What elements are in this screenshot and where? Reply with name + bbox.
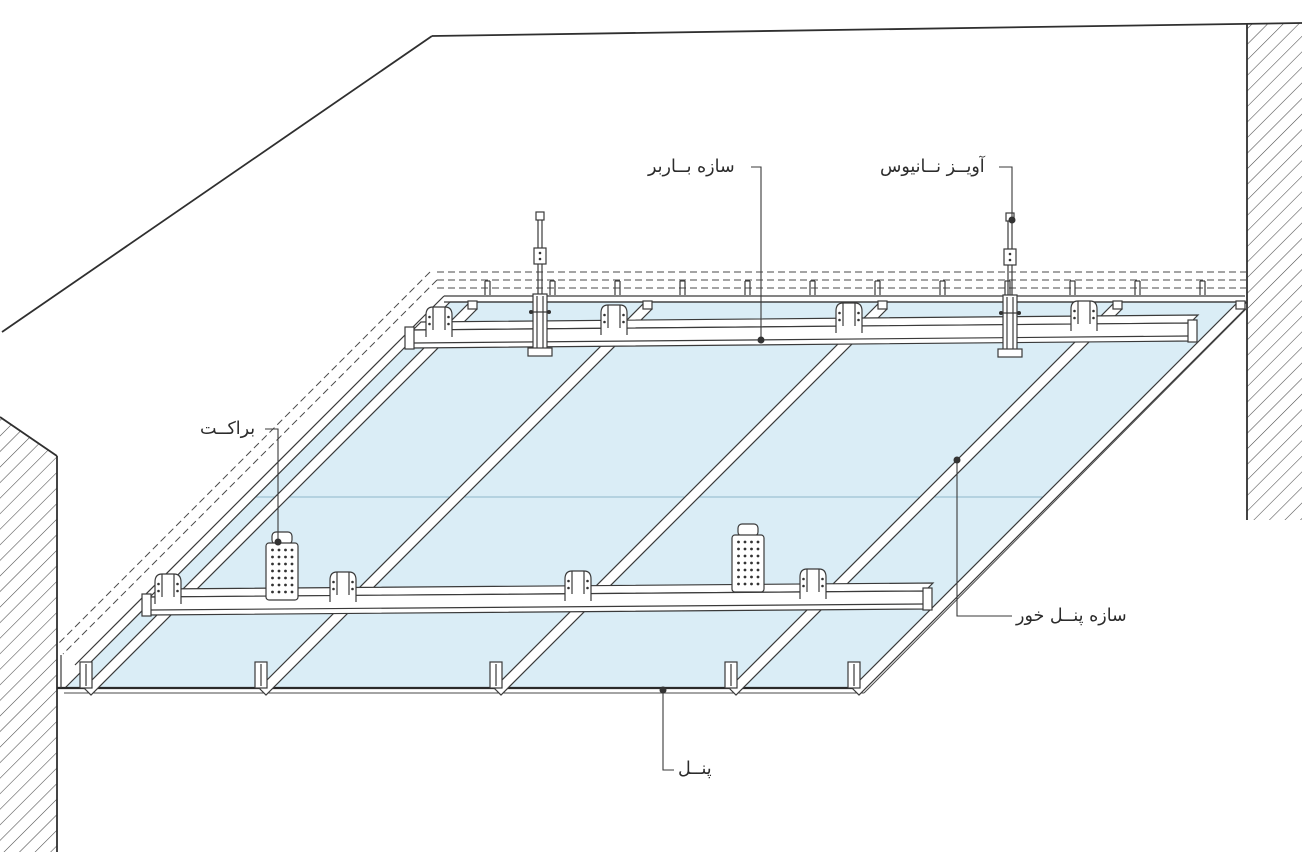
carrier-clip: [1070, 300, 1098, 332]
leader-dot-load-bearing: [757, 336, 765, 344]
carrier-right-end-cap: [1187, 319, 1198, 343]
leader-dot-bracket: [274, 538, 282, 546]
label-panel-bearing-channel: سازه پنــل خور: [1016, 606, 1127, 626]
carrier-left-end-cap: [141, 593, 152, 617]
left-perimeter-channel: [74, 295, 445, 666]
leader-nonius: [999, 166, 1013, 217]
leader-bracket: [265, 428, 279, 539]
carrier-clip: [425, 306, 453, 338]
label-load-bearing-channel: سازه بــاربر: [648, 157, 735, 177]
slab-dashed-line-left: [62, 279, 438, 655]
carrier-clip: [799, 568, 827, 600]
label-nonius-hanger: آویــز نــانیوس: [880, 157, 985, 177]
slab-and-perimeter: [55, 271, 1246, 666]
left-wall-top-edge: [1, 35, 433, 333]
label-panel: پنــل: [678, 759, 712, 779]
leader-dot-nonius: [1008, 216, 1016, 224]
left-wall-cut-top-edge: [0, 416, 58, 457]
label-bracket: براکــت: [200, 419, 256, 439]
leader-panel: [662, 693, 674, 771]
leader-lines: [265, 166, 1016, 771]
carrier-left-end-cap: [404, 326, 415, 350]
slab-dashed-line-left: [55, 271, 431, 647]
carrier-clip: [564, 570, 592, 602]
leader-dot-panel: [659, 686, 667, 694]
left-wall-hatch: [0, 417, 57, 852]
back-wall-top-edge: [431, 22, 1302, 37]
panel-left-edge: [64, 301, 451, 689]
leader-dot-panel-channel: [953, 456, 961, 464]
leader-load-bearing: [751, 166, 762, 337]
carrier-clip: [154, 573, 182, 605]
panel-right-thickness: [863, 306, 1249, 694]
carrier-clip: [329, 571, 357, 603]
carrier-lip-line: [150, 603, 925, 611]
carrier-right-end-cap: [922, 587, 933, 611]
room-walls: [0, 22, 1302, 852]
carrier-clip: [600, 304, 628, 336]
leader-panel-channel: [956, 463, 1012, 617]
carrier-clip: [835, 302, 863, 334]
right-wall-hatch: [1247, 23, 1302, 520]
